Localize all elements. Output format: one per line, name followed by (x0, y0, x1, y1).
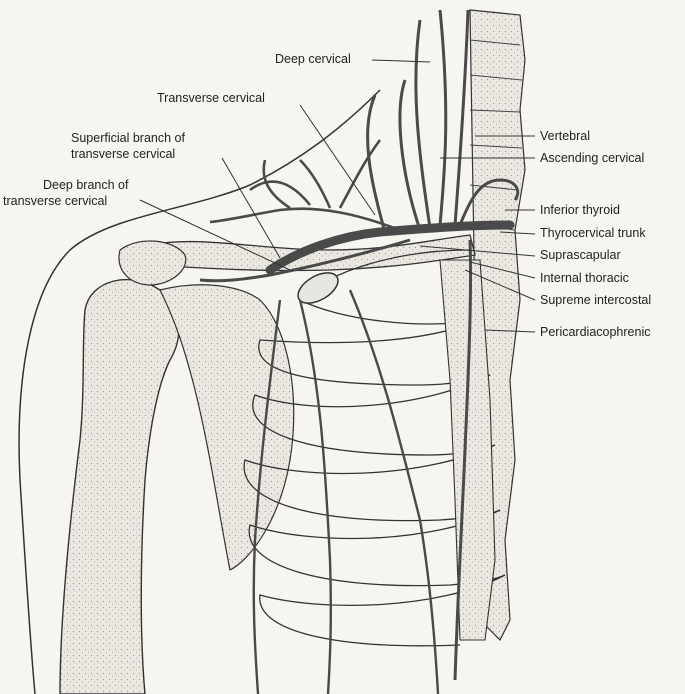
label-supreme-intercostal: Supreme intercostal (540, 293, 652, 307)
transverse-cervical-branches (209, 139, 401, 232)
label-pericardiacophrenic: Pericardiacophrenic (540, 325, 651, 339)
label-transverse-cervical: Transverse cervical (157, 91, 265, 105)
label-superficial-branch-1: Superficial branch of (71, 131, 185, 145)
acromion (118, 240, 187, 286)
label-vertebral: Vertebral (540, 129, 591, 143)
body-outline (18, 89, 381, 694)
internal-thoracic-vessel (453, 239, 473, 681)
leader-lines (139, 59, 536, 333)
label-superficial-branch-2: transverse cervical (71, 147, 176, 161)
inferior-thyroid-vessel (458, 178, 520, 226)
label-deep-branch-1: Deep branch of (43, 178, 129, 192)
label-internal-thoracic: Internal thoracic (540, 271, 629, 285)
label-deep-branch-2: transverse cervical (3, 194, 108, 208)
label-thyrocervical-trunk: Thyrocervical trunk (540, 226, 646, 240)
suprascapular-vessel (199, 238, 411, 283)
label-suprascapular: Suprascapular (540, 248, 621, 262)
label-inferior-thyroid: Inferior thyroid (540, 203, 620, 217)
humerus (59, 278, 180, 694)
subclavian-artery (265, 220, 515, 275)
label-deep-cervical: Deep cervical (275, 52, 351, 66)
label-ascending-cervical: Ascending cervical (540, 151, 645, 165)
lateral-vessels (252, 289, 440, 694)
scapula (159, 284, 295, 571)
cut-vessel (297, 272, 339, 304)
sternum (439, 259, 496, 641)
neck-vessels (366, 9, 470, 233)
